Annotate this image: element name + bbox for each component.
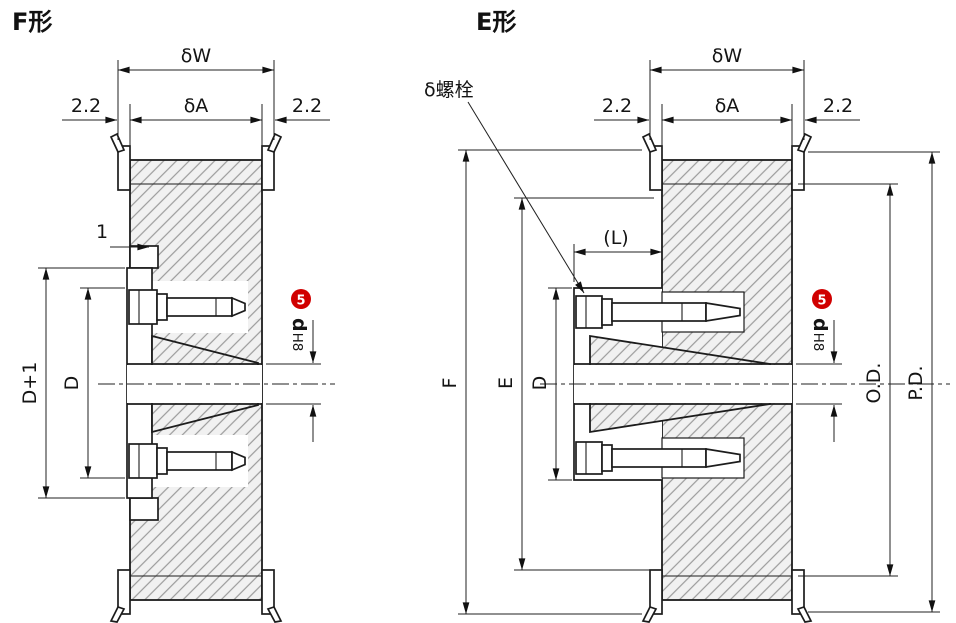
leader-bolt-callout <box>467 101 585 294</box>
dim-flange-left: 2.2 <box>602 95 632 117</box>
dim-flange-right: 2.2 <box>823 95 853 117</box>
note-number: 5 <box>296 294 305 309</box>
flange-tip <box>266 132 283 154</box>
hub-step <box>129 245 159 269</box>
bolt-shank <box>611 448 707 468</box>
flange-plate <box>649 569 663 615</box>
e-type-title: E形 <box>476 8 516 36</box>
bolt-shank <box>166 297 233 317</box>
dim-overall-width: δW <box>181 45 212 67</box>
bore-fit-label: dH8 <box>809 318 831 351</box>
note-number: 5 <box>817 294 826 309</box>
flange-plate <box>261 569 275 615</box>
clamp-bolt <box>575 295 741 329</box>
f-type-title: F形 <box>12 8 52 36</box>
flange-tip <box>266 605 283 623</box>
flange-plate <box>649 145 663 191</box>
dim-plate-dia: D+1 <box>19 362 41 405</box>
flange-tip <box>796 605 813 623</box>
dim-outside-dia: O.D. <box>863 363 885 404</box>
bolt-head <box>128 443 158 479</box>
dim-hub-projection: (L) <box>603 227 628 249</box>
dim-face-width: δA <box>715 95 740 117</box>
dim-step: 1 <box>96 221 108 243</box>
flange-plate <box>791 569 805 615</box>
note-badge <box>291 289 311 309</box>
bolt-head <box>575 441 603 475</box>
clamp-bolt <box>575 441 741 475</box>
flange-tip <box>109 132 126 154</box>
dim-shoulder-dia: E <box>495 377 517 389</box>
bolt-head <box>128 289 158 325</box>
bolt-head <box>575 295 603 329</box>
clamp-bolt <box>128 289 246 325</box>
bolt-shank <box>166 451 233 471</box>
dim-face-width: δA <box>184 95 209 117</box>
dim-recess-dia: D <box>61 376 83 391</box>
dim-pitch-dia: P.D. <box>905 365 927 400</box>
bolt-tip <box>705 448 741 468</box>
dim-overall-width: δW <box>712 45 743 67</box>
bolt-tip <box>705 302 741 322</box>
e-type-view: E形 <box>424 8 950 623</box>
dim-flange-right: 2.2 <box>292 95 322 117</box>
hub-step <box>129 497 159 521</box>
flange-tip <box>641 605 658 623</box>
flange-plate <box>117 145 131 191</box>
flange-tip <box>109 605 126 623</box>
flange-plate <box>261 145 275 191</box>
bolt-collar <box>156 293 168 321</box>
flange-tip <box>796 132 813 154</box>
note-badge <box>812 289 832 309</box>
bolt-tip <box>231 450 246 472</box>
dim-flange-left: 2.2 <box>71 95 101 117</box>
dim-hub-dia: D <box>529 376 551 391</box>
bore-fit-label: dH8 <box>288 318 310 351</box>
f-type-view: F形 <box>12 8 335 623</box>
bolt-collar <box>156 447 168 475</box>
bolt-tip <box>231 296 246 318</box>
bolt-callout: δ螺栓 <box>424 79 474 101</box>
bolt-shank <box>611 302 707 322</box>
clamp-bolt <box>128 443 246 479</box>
bolt-collar <box>601 298 613 326</box>
flange-tip <box>641 132 658 154</box>
flange-plate <box>791 145 805 191</box>
dim-flange-dia: F <box>439 378 461 389</box>
flange-plate <box>117 569 131 615</box>
bolt-collar <box>601 444 613 472</box>
